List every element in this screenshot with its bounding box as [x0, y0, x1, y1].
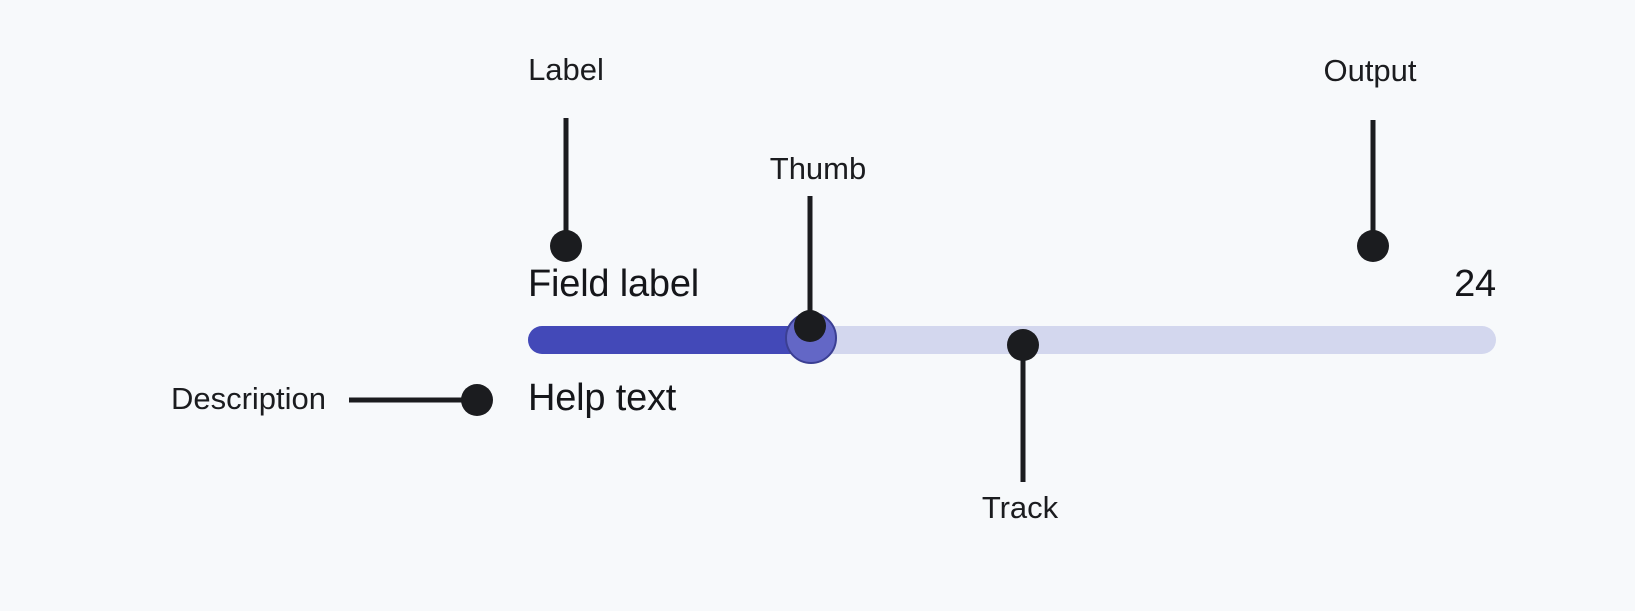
annotation-label-label: Label	[528, 52, 604, 87]
slider-field-label: Field label	[528, 263, 700, 305]
annotation-dot-description	[461, 384, 493, 416]
annotation-leader-label	[550, 118, 582, 262]
annotation-label-output: Output	[1323, 53, 1417, 88]
slider-help-text: Help text	[528, 377, 677, 419]
annotation-leader-description	[349, 384, 493, 416]
slider-output-value: 24	[1454, 263, 1496, 305]
annotation-leader-output	[1357, 120, 1389, 262]
annotation-dot-output	[1357, 230, 1389, 262]
annotation-label-thumb: Thumb	[769, 151, 867, 186]
annotation-label-track: Track	[981, 490, 1059, 525]
slider-track-fill	[528, 326, 809, 354]
annotation-label-description: Description	[170, 381, 326, 416]
annotation-dot-label	[550, 230, 582, 262]
slider-track[interactable]	[528, 312, 1496, 364]
slider-thumb[interactable]	[784, 312, 837, 364]
slider-component: Field label 24 Help text	[528, 262, 1496, 432]
